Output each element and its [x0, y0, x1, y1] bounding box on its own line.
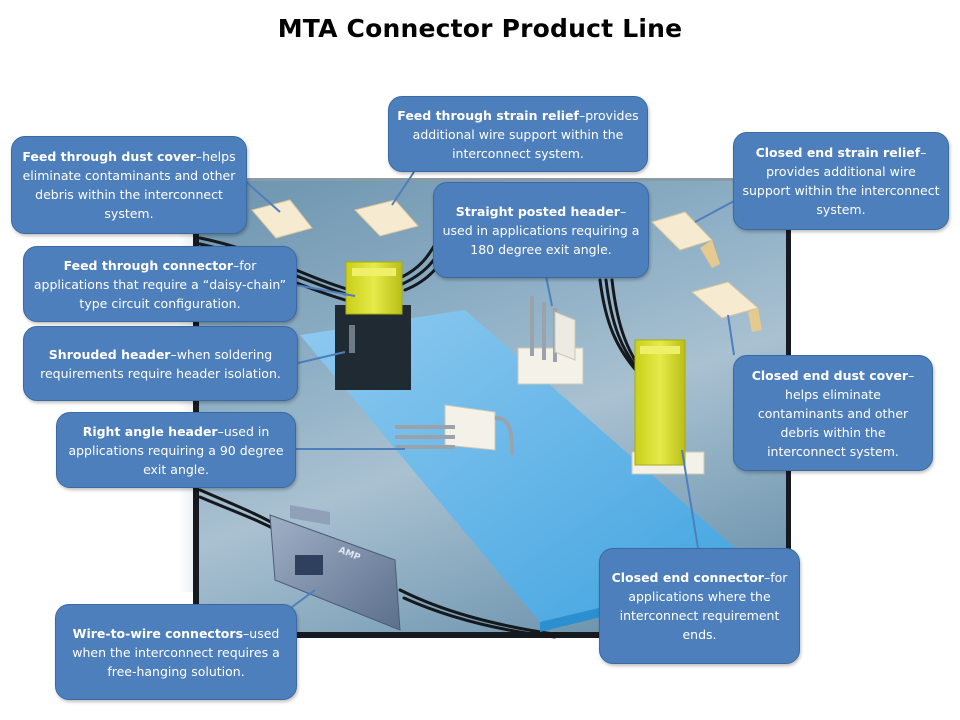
- feed-through-dust-cover-part: [251, 199, 313, 239]
- callout-straight-posted-header: Straight posted header– used in applicati…: [433, 182, 649, 278]
- callout-title: Straight posted header: [455, 203, 620, 219]
- callout-description: used when the interconnect requires a fr…: [72, 625, 280, 679]
- leader-line-closed-end-connector: [681, 449, 699, 549]
- callout-feed-through-dust-cover: Feed through dust cover–helps eliminate …: [11, 136, 247, 234]
- callout-separator: –: [920, 145, 927, 160]
- callout-title: Closed end dust cover: [751, 367, 909, 383]
- right-angle-header-part: [395, 404, 514, 456]
- callout-separator: –: [619, 203, 627, 219]
- callout-shrouded-header: Shrouded header–when soldering requireme…: [23, 326, 298, 401]
- callout-closed-end-strain-relief: Closed end strain relief– provides additi…: [733, 132, 949, 230]
- callout-description: used in applications requiring a 90 degr…: [68, 423, 284, 477]
- callout-separator: –: [908, 367, 915, 383]
- closed-end-strain-relief-part: [651, 211, 720, 268]
- callout-title: Feed through strain relief: [397, 107, 579, 123]
- callout-separator: –: [217, 423, 224, 439]
- callout-separator: –: [170, 346, 177, 362]
- callout-separator: –: [243, 625, 250, 641]
- callout-separator: –: [195, 149, 203, 164]
- callout-description: provides additional wire support within …: [742, 164, 940, 217]
- closed-end-dust-cover-part: [690, 281, 762, 332]
- callout-title: Wire-to-wire connectors: [72, 625, 244, 641]
- callout-wire-to-wire-connectors: Wire-to-wire connectors–used when the in…: [55, 604, 297, 700]
- leader-line-straight-posted-header: [545, 275, 553, 307]
- leader-line-feed-through-connector: [295, 284, 356, 297]
- feed-through-strain-relief-part: [354, 199, 419, 237]
- callout-closed-end-dust-cover: Closed end dust cover– helps eliminate co…: [733, 355, 933, 471]
- callout-title: Shrouded header: [48, 346, 171, 362]
- callout-closed-end-connector: Closed end connector–for applications wh…: [599, 548, 800, 664]
- wire-to-wire-connector-part: AMP: [269, 505, 401, 631]
- callout-description: used in applications requiring a 180 deg…: [442, 222, 640, 257]
- leader-line-feed-through-dust-cover: [243, 179, 281, 213]
- leader-line-wire-to-wire-connectors: [291, 589, 316, 608]
- leader-lines: [243, 171, 737, 608]
- closed-end-connector-part: [631, 339, 705, 475]
- callout-description: helps eliminate contaminants and other d…: [22, 149, 236, 221]
- shrouded-header-part: [335, 305, 411, 390]
- callout-separator: –: [578, 107, 586, 123]
- straight-posted-header-part: [517, 296, 584, 385]
- leader-line-shrouded-header: [297, 351, 346, 364]
- callout-separator: –: [232, 257, 240, 273]
- callout-feed-through-connector: Feed through connector–for applications …: [23, 246, 297, 322]
- callout-right-angle-header: Right angle header–used in applications …: [56, 412, 296, 488]
- callout-feed-through-strain-relief: Feed through strain relief–provides addi…: [388, 96, 648, 172]
- callout-description: for applications that require a “daisy-c…: [33, 257, 287, 311]
- callout-description: helps eliminate contaminants and other d…: [757, 386, 909, 459]
- callout-title: Right angle header: [82, 423, 218, 439]
- callout-title: Closed end connector: [611, 570, 764, 585]
- callout-title: Feed through connector: [63, 257, 233, 273]
- leader-line-closed-end-strain-relief: [694, 199, 737, 223]
- callout-title: Closed end strain relief: [755, 145, 921, 160]
- page-title: MTA Connector Product Line: [277, 14, 683, 43]
- callout-description: for applications where the interconnect …: [619, 570, 788, 642]
- leader-line-feed-through-strain-relief: [391, 171, 415, 206]
- feed-through-connector-part: [345, 261, 403, 315]
- callout-separator: –: [763, 570, 771, 585]
- callout-description: when soldering requirements require head…: [40, 346, 281, 381]
- callout-title: Feed through dust cover: [22, 149, 196, 164]
- callout-description: provides additional wire support within …: [412, 107, 639, 161]
- leader-line-closed-end-dust-cover: [727, 314, 735, 356]
